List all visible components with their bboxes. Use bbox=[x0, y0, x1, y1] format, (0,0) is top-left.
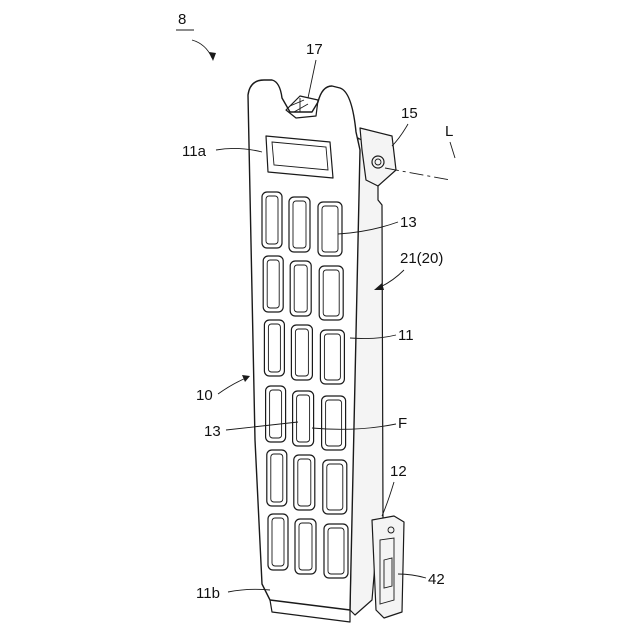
arrow-8 bbox=[192, 40, 212, 58]
label-42: 42 bbox=[428, 571, 445, 588]
label-21-20: 21(20) bbox=[400, 250, 443, 267]
leader-15 bbox=[392, 124, 408, 146]
leader-17 bbox=[308, 60, 316, 98]
label-13-mid: 13 bbox=[204, 423, 221, 440]
label-12: 12 bbox=[390, 463, 407, 480]
label-11a: 11a bbox=[182, 143, 207, 160]
label-17: 17 bbox=[306, 41, 323, 58]
label-13-top: 13 bbox=[400, 214, 417, 231]
pivot-boss bbox=[360, 128, 396, 186]
label-8: 8 bbox=[178, 11, 186, 28]
label-11: 11 bbox=[398, 327, 414, 344]
leader-11b bbox=[228, 589, 270, 592]
label-L: L bbox=[445, 123, 453, 140]
label-F: F bbox=[398, 415, 407, 432]
leader-L bbox=[450, 142, 455, 158]
axis-line-L bbox=[385, 168, 450, 180]
label-11b: 11b bbox=[196, 585, 220, 602]
label-10: 10 bbox=[196, 387, 213, 404]
label-15: 15 bbox=[401, 105, 418, 122]
leader-12 bbox=[382, 482, 394, 516]
arrow-10 bbox=[218, 378, 246, 394]
